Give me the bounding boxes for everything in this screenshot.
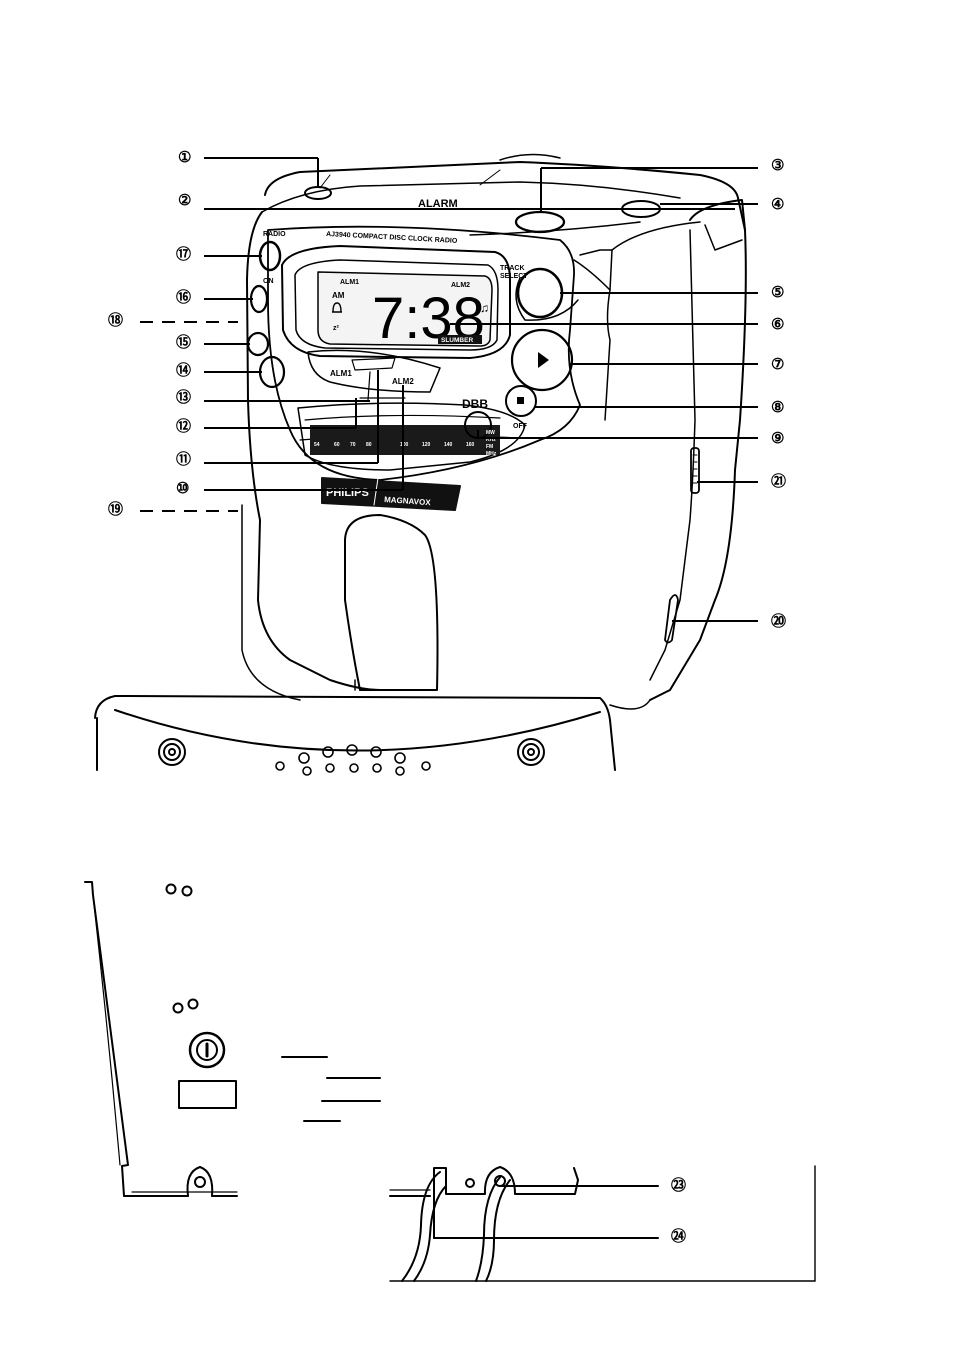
rear-view-illustration [85, 882, 815, 1281]
base-cradle [95, 696, 615, 770]
callout-10: ⑩ [176, 480, 189, 497]
callout-24: ㉔ [671, 1227, 686, 1245]
stop-icon [517, 397, 524, 404]
radio-on-button[interactable] [260, 242, 280, 270]
svg-text:60: 60 [334, 442, 340, 448]
svg-text:70: 70 [350, 442, 356, 448]
callout-20: ⑳ [771, 612, 786, 630]
alm2-bar-label: ALM2 [392, 377, 414, 386]
battery-compartment [179, 1081, 236, 1108]
music-note-icon: ♫ [480, 301, 489, 315]
alm1-bar-label: ALM1 [330, 369, 352, 378]
snooze-top-button[interactable] [516, 212, 564, 232]
track-label-2: SELECT [500, 273, 528, 280]
callout-16: ⑯ [176, 288, 191, 306]
unit-top-surface [265, 162, 745, 230]
lcd-am: AM [332, 291, 345, 300]
callout-9: ⑨ [771, 430, 784, 447]
handle-recess [345, 515, 438, 690]
svg-text:140: 140 [444, 442, 453, 448]
brand-left: PHILIPS [326, 487, 369, 499]
panel-printing: AJ3940 COMPACT DISC CLOCK RADIO ALARM TR… [263, 198, 528, 507]
callout-1: ① [178, 149, 191, 166]
lcd-alm1: ALM1 [340, 279, 359, 286]
track-label-1: TRACK [500, 265, 525, 272]
svg-text:MHz: MHz [486, 451, 497, 457]
callout-8: ⑧ [771, 399, 784, 416]
callout-7: ⑦ [771, 356, 784, 373]
callout-2: ② [178, 192, 191, 209]
snooze-left-button[interactable] [251, 286, 267, 312]
unit-right-side [650, 200, 746, 700]
callout-5: ⑤ [771, 284, 784, 301]
svg-text:100: 100 [400, 442, 409, 448]
callout-19: ⑲ [108, 500, 123, 518]
callout-6: ⑥ [771, 316, 784, 333]
svg-text:MW: MW [486, 430, 495, 436]
svg-text:160: 160 [466, 442, 475, 448]
callout-14: ⑭ [176, 361, 191, 379]
radio-label: RADIO [263, 231, 286, 238]
callout-18: ⑱ [108, 311, 123, 329]
lcd-slumber: SLUMBER [441, 337, 473, 344]
callout-4: ④ [771, 196, 784, 213]
callout-12: ⑫ [176, 417, 191, 435]
base-screw-left [159, 739, 185, 765]
rear-panel-outline [85, 882, 188, 1196]
clock-radio-illustration [95, 154, 746, 775]
callout-23: ㉓ [671, 1176, 686, 1194]
callout-17: ⑰ [176, 245, 191, 263]
callout-15: ⑮ [176, 333, 191, 351]
volume-wheel[interactable] [665, 595, 678, 643]
callout-3: ③ [771, 157, 784, 174]
model-line: AJ3940 COMPACT DISC CLOCK RADIO [326, 231, 458, 245]
base-right-edge [390, 1167, 578, 1196]
base-screw-right [518, 739, 544, 765]
callout-13: ⑬ [176, 388, 191, 406]
snooze-z-icon: z² [333, 325, 340, 332]
off-label: OFF [513, 423, 528, 430]
callout-11: ⑪ [176, 450, 191, 468]
svg-text:FM: FM [486, 444, 493, 450]
callout-21: ㉑ [771, 472, 786, 490]
play-icon [538, 352, 549, 368]
svg-text:54: 54 [314, 442, 320, 448]
dbb-label: DBB [462, 397, 488, 411]
svg-text:80: 80 [366, 442, 372, 448]
on-label: ON [263, 278, 274, 285]
svg-text:120: 120 [422, 442, 431, 448]
power-socket [190, 1033, 224, 1067]
tuning-button[interactable] [248, 333, 268, 355]
